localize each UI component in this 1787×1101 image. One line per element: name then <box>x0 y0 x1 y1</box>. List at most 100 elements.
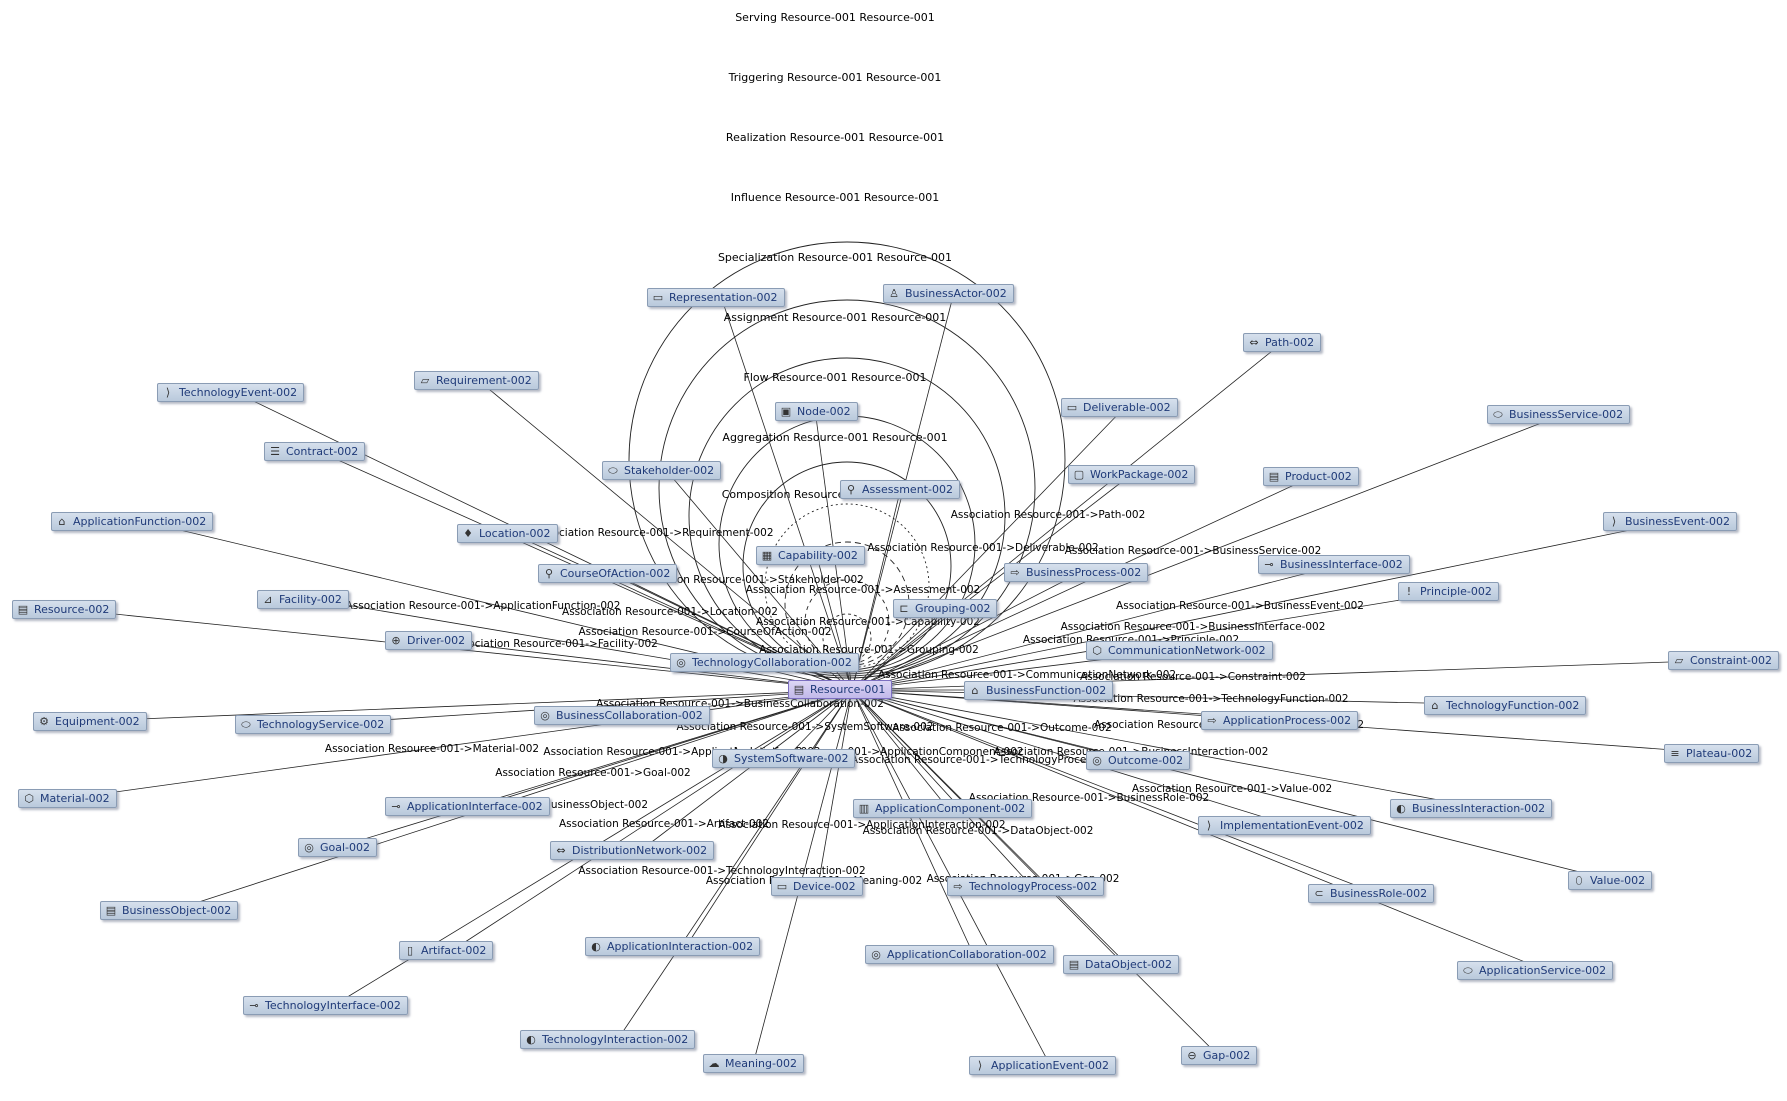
value-icon: ⬯ <box>1575 873 1583 887</box>
element-node-label: Principle-002 <box>1420 585 1492 598</box>
element-node[interactable]: ⬯Value-002 <box>1568 871 1653 890</box>
element-node[interactable]: ⬭ApplicationService-002 <box>1457 961 1614 980</box>
element-node[interactable]: ⬭Stakeholder-002 <box>602 461 722 480</box>
element-node[interactable]: ▱Requirement-002 <box>414 371 539 390</box>
element-node[interactable]: ⟩ApplicationEvent-002 <box>969 1056 1116 1075</box>
association-label: Association Resource-001->BusinessInterf… <box>1060 621 1326 633</box>
element-node[interactable]: ◐BusinessInteraction-002 <box>1390 799 1553 818</box>
goal-icon: ◎ <box>304 840 314 854</box>
element-node[interactable]: ♙BusinessActor-002 <box>883 284 1014 303</box>
association-label: Association Resource-001->Capability-002 <box>756 616 980 628</box>
element-node[interactable]: ◑SystemSoftware-002 <box>712 749 856 768</box>
element-node[interactable]: ▤DataObject-002 <box>1063 955 1180 974</box>
element-node[interactable]: ▢WorkPackage-002 <box>1068 465 1196 484</box>
element-node[interactable]: ◎BusinessCollaboration-002 <box>534 706 710 725</box>
gap-icon: ⊖ <box>1187 1048 1197 1062</box>
element-node[interactable]: ⊏Grouping-002 <box>893 599 998 618</box>
association-label: Association Resource-001->ApplicationInt… <box>718 819 1006 831</box>
element-node[interactable]: ⬭BusinessService-002 <box>1487 405 1631 424</box>
interaction-icon: ◐ <box>1396 801 1406 815</box>
element-node[interactable]: ▤BusinessObject-002 <box>100 901 239 920</box>
element-node[interactable]: ▱Constraint-002 <box>1668 651 1779 670</box>
element-node[interactable]: ▭Device-002 <box>771 877 863 896</box>
element-node-label: BusinessEvent-002 <box>1625 515 1730 528</box>
element-node[interactable]: ⊸BusinessInterface-002 <box>1258 555 1410 574</box>
center-node-resource-001[interactable]: ▤Resource-001 <box>788 680 893 699</box>
element-node[interactable]: ▤Product-002 <box>1263 467 1359 486</box>
element-node[interactable]: ▭Representation-002 <box>647 288 785 307</box>
element-node[interactable]: ⇔ DistributionNetwork-002 <box>550 841 715 860</box>
element-node[interactable]: ⟩BusinessEvent-002 <box>1603 512 1737 531</box>
element-node[interactable]: ◎ Outcome-002 <box>1086 751 1191 770</box>
association-label: Association Resource-001->Location-002 <box>562 606 778 618</box>
stakeholder-icon: ⬭ <box>608 463 618 477</box>
association-label: Association Resource-001->CourseOfAction… <box>578 626 832 638</box>
interaction-icon: ◐ <box>526 1032 536 1046</box>
resource-icon: ▤ <box>793 682 805 696</box>
element-node[interactable]: ▤Resource-002 <box>12 600 117 619</box>
element-node[interactable]: ⚲Assessment-002 <box>840 480 960 499</box>
element-node[interactable]: ◐ TechnologyInteraction-002 <box>520 1030 696 1049</box>
element-node[interactable]: ≡Plateau-002 <box>1664 744 1760 763</box>
constraint-icon: ▱ <box>1674 653 1684 667</box>
distribution-icon: ⇔ <box>556 843 566 857</box>
element-node[interactable]: ⚲CourseOfAction-002 <box>538 564 678 583</box>
element-node[interactable]: ⬡CommunicationNetwork-002 <box>1086 641 1273 660</box>
element-node[interactable]: ☁Meaning-002 <box>703 1054 804 1073</box>
element-node[interactable]: ☰Contract-002 <box>264 442 366 461</box>
element-node[interactable]: ▥ApplicationComponent-002 <box>853 799 1033 818</box>
element-node[interactable]: ◎TechnologyCollaboration-002 <box>670 653 859 672</box>
element-node-label: Outcome-002 <box>1108 754 1184 767</box>
element-node[interactable]: ⇔Path-002 <box>1243 333 1322 352</box>
component-icon: ▥ <box>858 801 870 815</box>
element-node[interactable]: ⚙Equipment-002 <box>33 712 147 731</box>
element-node-label: Grouping-002 <box>915 602 991 615</box>
element-node[interactable]: ⊸TechnologyInterface-002 <box>243 996 408 1015</box>
element-node[interactable]: ⬭TechnologyService-002 <box>235 715 392 734</box>
element-node[interactable]: ▭ Deliverable-002 <box>1061 398 1178 417</box>
element-node[interactable]: ⇨TechnologyProcess-002 <box>947 877 1105 896</box>
event-icon: ⟩ <box>1206 818 1212 832</box>
element-node[interactable]: ▦Capability-002 <box>756 546 865 565</box>
element-node[interactable]: ⊿Facility-002 <box>257 590 349 609</box>
element-node[interactable]: ◐ApplicationInteraction-002 <box>585 937 761 956</box>
element-node[interactable]: ◎ApplicationCollaboration-002 <box>865 945 1054 964</box>
element-node-label: Deliverable-002 <box>1083 401 1171 414</box>
element-node[interactable]: ▣Node-002 <box>775 402 858 421</box>
element-node-label: DistributionNetwork-002 <box>572 844 708 857</box>
requirement-icon: ▱ <box>420 373 430 387</box>
element-node-label: Goal-002 <box>320 841 371 854</box>
element-node[interactable]: ⟩ImplementationEvent-002 <box>1198 816 1371 835</box>
element-node[interactable]: ⊕Driver-002 <box>385 631 473 650</box>
element-node[interactable]: ◎ Goal-002 <box>298 838 378 857</box>
association-line <box>452 689 853 951</box>
element-node[interactable]: ⌂ApplicationFunction-002 <box>51 512 214 531</box>
element-node[interactable]: ⊖Gap-002 <box>1181 1046 1258 1065</box>
element-node[interactable]: !Principle-002 <box>1398 582 1499 601</box>
element-node[interactable]: ⊂BusinessRole-002 <box>1308 884 1435 903</box>
association-line <box>851 406 1126 691</box>
element-node[interactable]: ⬡Material-002 <box>18 789 117 808</box>
outcome-icon: ◎ <box>1092 753 1102 767</box>
element-node[interactable]: ▯Artifact-002 <box>399 941 494 960</box>
element-node[interactable]: ♦Location-002 <box>457 524 558 543</box>
element-node-label: TechnologyService-002 <box>257 718 385 731</box>
process-icon: ⇨ <box>1010 565 1020 579</box>
element-node[interactable]: ⟩TechnologyEvent-002 <box>157 383 305 402</box>
element-node[interactable]: ⇨ApplicationProcess-002 <box>1201 711 1359 730</box>
element-node-label: ApplicationEvent-002 <box>991 1059 1109 1072</box>
element-node[interactable]: ⌂TechnologyFunction-002 <box>1424 696 1587 715</box>
association-line <box>617 689 853 1040</box>
element-node[interactable]: ⇨BusinessProcess-002 <box>1004 563 1149 582</box>
association-line <box>851 473 1133 691</box>
element-node[interactable]: ⊸ApplicationInterface-002 <box>385 797 550 816</box>
association-label: Association Resource-001->Artifact-002 <box>558 818 770 830</box>
deliverable-icon: ▭ <box>1066 400 1078 414</box>
element-node-label: TechnologyInteraction-002 <box>542 1033 689 1046</box>
element-node[interactable]: ⌂BusinessFunction-002 <box>964 681 1114 700</box>
association-label: Association Resource-001->Deliverable-00… <box>867 542 1099 554</box>
association-label: Association Resource-001->Facility-002 <box>450 638 658 650</box>
element-node-label: BusinessCollaboration-002 <box>556 709 703 722</box>
